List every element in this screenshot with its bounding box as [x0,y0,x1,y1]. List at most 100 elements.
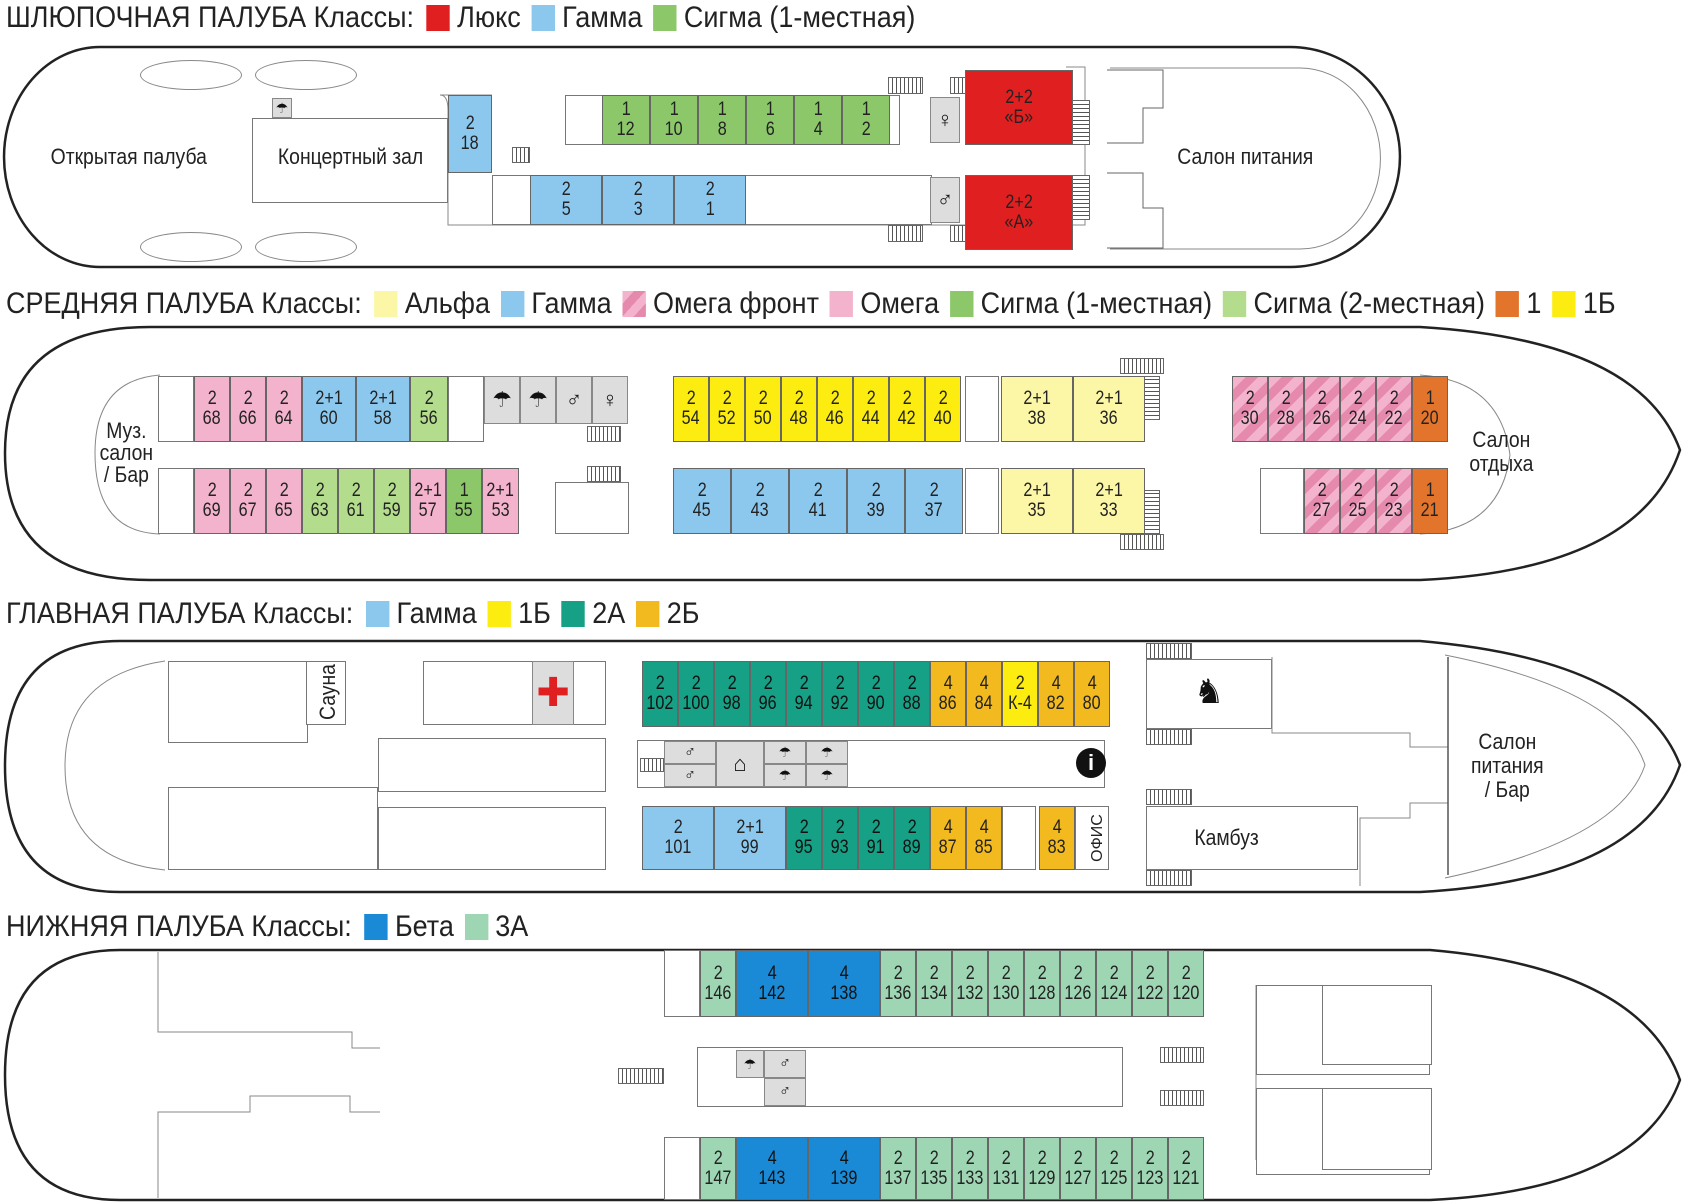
cabin-А[interactable]: 2+2«А» [965,175,1073,250]
cabin-Б[interactable]: 2+2«Б» [965,70,1073,145]
